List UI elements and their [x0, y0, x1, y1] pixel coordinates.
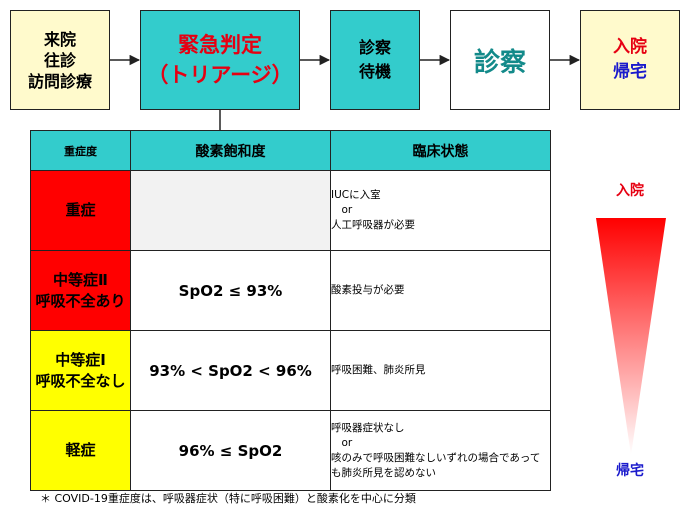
flow-step-label: 診察	[473, 47, 526, 78]
severity-row-severe: 重症 IUCに入室 or 人工呼吸器が必要	[30, 170, 551, 251]
header-oxygen-saturation: 酸素飽和度	[130, 130, 331, 171]
clinical-state-text: 呼吸困難、肺炎所見	[331, 364, 426, 376]
severity-level-text: 呼吸不全あり	[35, 291, 126, 310]
flow-step-label: 診察	[358, 38, 391, 57]
header-clinical-state: 臨床状態	[330, 130, 551, 171]
clinical-state-text: IUCに入室	[331, 189, 381, 201]
clinical-state-text: 人工呼吸器が必要	[331, 219, 415, 231]
flow-step-label: 帰宅	[613, 62, 647, 82]
flow-step-label: （トリアージ）	[147, 63, 293, 87]
flow-step-label: 往診	[43, 50, 76, 70]
clinical-state: IUCに入室 or 人工呼吸器が必要	[330, 170, 551, 251]
flow-step-examination: 診察	[450, 10, 550, 110]
severity-table-header: 重症度 酸素飽和度 臨床状態	[30, 130, 551, 171]
severity-level: 重症	[30, 170, 131, 251]
flow-step-disposition: 入院帰宅	[580, 10, 680, 110]
clinical-state: 酸素投与が必要	[330, 250, 551, 331]
oxygen-saturation-value	[130, 170, 331, 251]
severity-level: 中等症Ⅰ 呼吸不全なし	[30, 330, 131, 411]
scale-label-discharge: 帰宅	[616, 463, 644, 479]
clinical-state-text: 酸素投与が必要	[331, 284, 405, 296]
severity-scale-triangle	[596, 218, 666, 455]
flow-step-label: 入院	[613, 37, 647, 57]
flow-step-waiting: 診察待機	[330, 10, 420, 110]
clinical-state-text: 咳のみで呼吸困難なしいずれの場合であっても肺炎所見を認めない	[331, 451, 541, 479]
severity-level-text: 重症	[65, 201, 96, 219]
clinical-state: 呼吸器症状なし or 咳のみで呼吸困難なしいずれの場合であっても肺炎所見を認めない	[330, 410, 551, 491]
flow-step-label: 来院	[43, 29, 76, 49]
footnote: ＊ COVID-19重症度は、呼吸器症状（特に呼吸困難）と酸素化を中心に分類	[40, 492, 416, 505]
flow-step-label: 訪問診療	[27, 71, 92, 91]
header-severity: 重症度	[30, 130, 131, 171]
flow-step-triage: 緊急判定 （トリアージ）	[140, 10, 300, 110]
severity-level: 中等症Ⅱ 呼吸不全あり	[30, 250, 131, 331]
severity-level-text: 中等症Ⅱ	[53, 270, 108, 289]
severity-level-text: 中等症Ⅰ	[55, 350, 106, 369]
flow-step-arrival: 来院往診訪問診療	[10, 10, 110, 110]
clinical-state-text: or	[331, 204, 353, 216]
clinical-state-text: 呼吸器症状なし	[331, 421, 405, 434]
severity-table: 重症度 酸素飽和度 臨床状態 重症 IUCに入室 or 人工呼吸器が必要中等症Ⅱ 呼吸…	[30, 130, 551, 491]
oxygen-saturation-value: 96% ≤ SpO2	[130, 410, 331, 491]
scale-label-admit: 入院	[616, 183, 644, 199]
clinical-state: 呼吸困難、肺炎所見	[330, 330, 551, 411]
severity-level-text: 軽症	[65, 441, 96, 459]
clinical-state-text: or	[331, 436, 353, 449]
severity-level: 軽症	[30, 410, 131, 491]
flow-step-label: 待機	[358, 62, 391, 81]
oxygen-saturation-value: 93% < SpO2 < 96%	[130, 330, 331, 411]
oxygen-saturation-value: SpO2 ≤ 93%	[130, 250, 331, 331]
severity-level-text: 呼吸不全なし	[35, 371, 126, 390]
flow-step-label: 緊急判定	[178, 33, 262, 57]
